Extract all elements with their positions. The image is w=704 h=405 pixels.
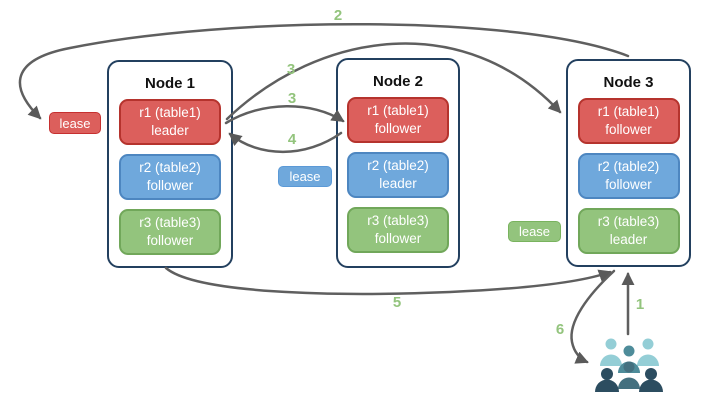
replica-role: leader [379,176,417,191]
replica-role: leader [151,123,189,138]
replica-role: follower [146,178,194,193]
replica-role: follower [374,121,422,136]
node-1-replica-r3: r3 (table3) follower [119,209,221,255]
node-2-replica-r2: r2 (table2) leader [347,152,449,198]
step-label-2: 2 [333,7,343,24]
lease-badge-r3: lease [508,221,561,242]
replica-role: follower [605,177,652,192]
replica-role: leader [609,232,648,247]
replica-name: r1 (table1) [139,105,201,121]
lease-badge-r2: lease [278,166,332,187]
replica-name: r2 (table2) [597,159,660,175]
step-label-4: 4 [287,131,297,148]
node-3-replica-r3: r3 (table3) leader [577,208,680,254]
step-label-1: 1 [635,296,645,313]
replica-name: r3 (table3) [597,214,660,230]
users-group-icon [595,338,663,392]
node-2-replica-r3: r3 (table3) follower [347,207,449,253]
arrow-step-5-node1-to-node3 [164,266,612,296]
step-label-3-request: 3 [286,61,296,78]
replica-role: follower [146,233,194,248]
replica-name: r2 (table2) [139,160,201,176]
node-1-replica-r1: r1 (table1) leader [119,99,221,145]
node-2-title: Node 2 [372,73,423,90]
node-1-replica-r2: r2 (table2) follower [119,154,221,200]
replica-name: r2 (table2) [367,158,429,174]
arrow-step-6-node3-to-users [570,269,616,364]
replica-name: r3 (table3) [139,215,201,231]
step-label-5: 5 [392,294,402,311]
step-label-6: 6 [555,321,565,338]
replica-role: follower [605,122,652,137]
node-2: Node 2 r1 (table1) follower r2 (table2) … [336,58,460,268]
replica-name: r1 (table1) [367,103,429,119]
node-3-title: Node 3 [603,74,654,91]
node-3: Node 3 r1 (table1) follower r2 (table2) … [566,59,691,267]
node-3-replica-r2: r2 (table2) follower [577,153,680,199]
replica-name: r1 (table1) [597,104,660,120]
lease-badge-r1: lease [49,112,101,134]
node-1: Node 1 r1 (table1) leader r2 (table2) fo… [107,60,233,268]
replica-name: r3 (table3) [367,213,429,229]
node-1-title: Node 1 [144,75,195,92]
step-label-3-forward: 3 [287,90,297,107]
replica-role: follower [374,231,422,246]
node-2-replica-r1: r1 (table1) follower [347,97,449,143]
node-3-replica-r1: r1 (table1) follower [577,98,680,144]
arrow-step-3-leader-to-node2 [224,105,345,125]
